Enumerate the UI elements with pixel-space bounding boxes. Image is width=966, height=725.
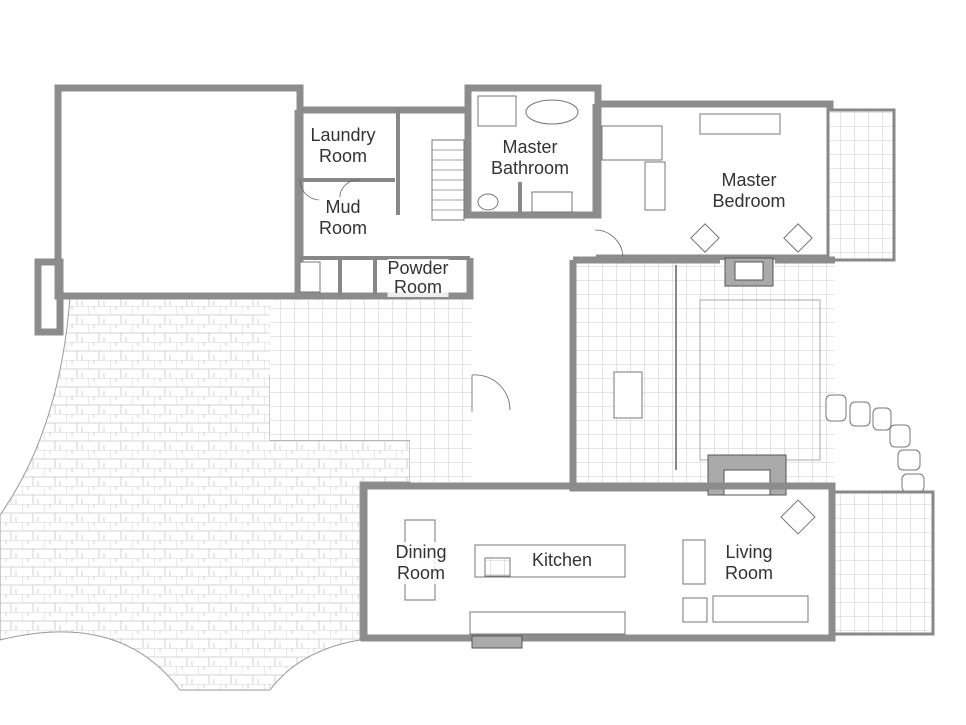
room-label-line: Room xyxy=(396,563,445,583)
covered-porch xyxy=(569,256,835,496)
room-label-line: Dining xyxy=(395,542,447,562)
balcony xyxy=(826,108,896,262)
room-label-line: Powder xyxy=(387,258,449,278)
room-label-line: Mud xyxy=(325,197,361,217)
patio-left xyxy=(0,296,411,691)
room-label-line: Master xyxy=(502,137,558,157)
laundry-mud-block xyxy=(294,106,474,300)
room-label-line: Living xyxy=(725,542,773,562)
room-label-line: Laundry xyxy=(310,125,376,145)
room-label-line: Kitchen xyxy=(531,550,593,570)
stairs xyxy=(431,139,465,221)
room-label-line: Bathroom xyxy=(490,158,570,178)
room-label-line: Room xyxy=(318,218,368,238)
garage xyxy=(34,84,304,336)
room-label-line: Room xyxy=(393,277,442,297)
room-label-line: Bedroom xyxy=(712,191,786,211)
room-label-line: Room xyxy=(318,146,367,166)
room-label-line: Master xyxy=(721,170,777,190)
patio-right xyxy=(831,490,935,636)
room-label-line: Room xyxy=(724,563,774,583)
label-kitchen: Kitchen xyxy=(531,550,593,571)
